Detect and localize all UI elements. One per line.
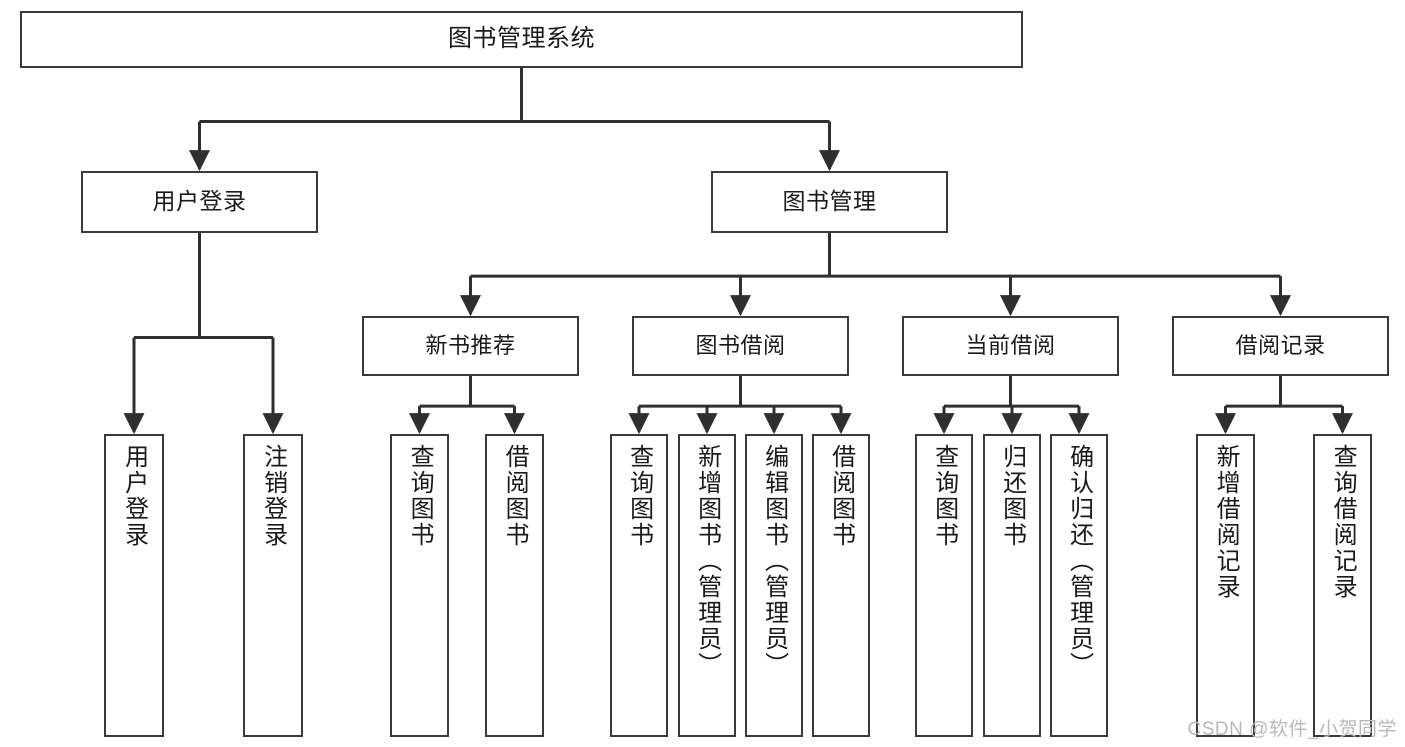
node-book-borrow[interactable]: 图书借阅 [632,316,849,376]
node-label-leaf-confirm-return: 确认归还（管理员） [1065,444,1093,678]
node-label-leaf-query-book-cur: 查询图书 [930,444,958,548]
node-leaf-user-login[interactable]: 用户登录 [104,434,164,737]
node-label-root: 图书管理系统 [448,25,595,53]
node-new-book-recommend[interactable]: 新书推荐 [362,316,579,376]
node-leaf-query-book-bor[interactable]: 查询图书 [610,434,668,737]
node-root[interactable]: 图书管理系统 [20,11,1023,68]
node-label-leaf-user-login: 用户登录 [120,444,148,548]
node-label-leaf-borrow-book-bor: 借阅图书 [827,444,855,548]
node-label-leaf-query-record: 查询借阅记录 [1329,444,1357,600]
watermark: CSDN @软件_小贺同学 [1187,719,1397,740]
node-leaf-add-record[interactable]: 新增借阅记录 [1196,434,1255,737]
node-label-leaf-return-book: 归还图书 [998,444,1026,548]
node-leaf-confirm-return[interactable]: 确认归还（管理员） [1050,434,1108,737]
edge-paths [123,68,1353,435]
node-leaf-user-logout[interactable]: 注销登录 [243,434,303,737]
node-label-new-book-recommend: 新书推荐 [425,333,516,359]
node-leaf-query-book-rec[interactable]: 查询图书 [390,434,449,737]
node-label-borrow-record: 借阅记录 [1235,333,1326,359]
node-leaf-return-book[interactable]: 归还图书 [983,434,1041,737]
node-label-leaf-edit-book: 编辑图书（管理员） [760,444,788,678]
node-leaf-borrow-book-rec[interactable]: 借阅图书 [485,434,544,737]
node-label-leaf-add-record: 新增借阅记录 [1212,444,1240,600]
node-label-book-borrow: 图书借阅 [695,333,786,359]
node-label-current-borrow: 当前借阅 [965,333,1056,359]
node-label-leaf-borrow-book-rec: 借阅图书 [501,444,529,548]
node-leaf-query-record[interactable]: 查询借阅记录 [1313,434,1372,737]
node-label-book-manage: 图书管理 [782,188,877,215]
node-label-user-login: 用户登录 [152,188,247,215]
node-label-leaf-add-book: 新增图书（管理员） [693,444,721,678]
node-label-leaf-query-book-rec: 查询图书 [406,444,434,548]
node-leaf-borrow-book-bor[interactable]: 借阅图书 [812,434,870,737]
node-leaf-query-book-cur[interactable]: 查询图书 [915,434,973,737]
node-book-manage[interactable]: 图书管理 [711,171,948,233]
node-user-login[interactable]: 用户登录 [81,171,318,233]
node-borrow-record[interactable]: 借阅记录 [1172,316,1389,376]
node-label-leaf-query-book-bor: 查询图书 [625,444,653,548]
node-leaf-add-book[interactable]: 新增图书（管理员） [678,434,736,737]
node-current-borrow[interactable]: 当前借阅 [902,316,1119,376]
node-label-leaf-user-logout: 注销登录 [259,444,287,548]
node-leaf-edit-book[interactable]: 编辑图书（管理员） [745,434,803,737]
